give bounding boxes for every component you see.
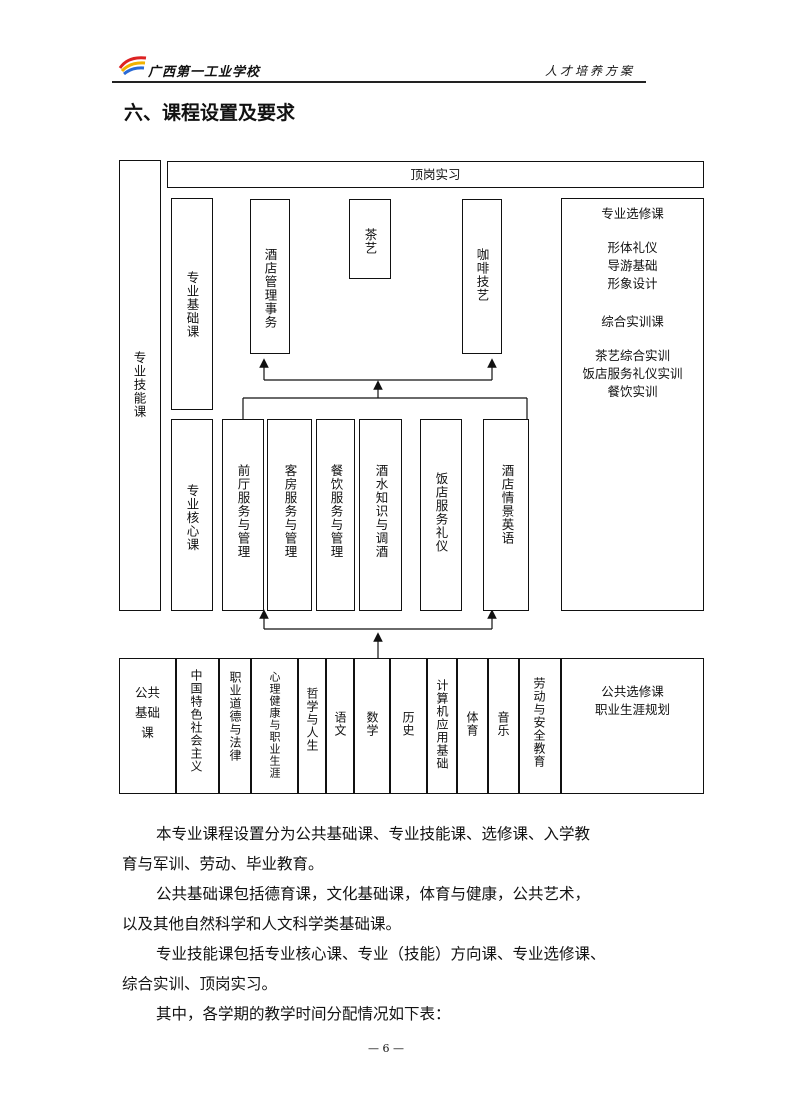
paragraph-line: 以及其他自然科学和人文科学类基础课。 [122, 915, 402, 933]
paragraph-line: 综合实训、顶岗实习。 [122, 975, 278, 993]
public-item-box: 哲学与人生 [298, 658, 326, 794]
public-item-label: 音乐 [496, 711, 510, 737]
public-item-label: 历史 [401, 711, 415, 737]
skill-course-box: 专业技能课 [119, 160, 161, 611]
core-item-box: 酒水知识与调酒 [359, 419, 402, 611]
core-item-box: 餐饮服务与管理 [316, 419, 355, 611]
public-item-label: 计算机应用基础 [435, 679, 449, 770]
core-item-box: 前厅服务与管理 [222, 419, 264, 611]
skill-course-label: 专业技能课 [131, 351, 147, 419]
core-course-label: 专业核心课 [184, 484, 200, 552]
public-item-label: 职业道德与法律 [228, 671, 242, 762]
paragraph-line: 专业技能课包括专业核心课、专业（技能）方向课、专业选修课、 [156, 945, 606, 963]
public-course-label: 公共基础课 [134, 685, 160, 740]
basic-item-box: 酒店管理事务 [250, 199, 290, 354]
public-item-box: 职业道德与法律 [219, 658, 251, 794]
basic-item-box: 咖啡技艺 [462, 199, 502, 354]
public-item-label: 语文 [333, 711, 347, 737]
core-item-box: 饭店服务礼仪 [420, 419, 462, 611]
section-title: 六、课程设置及要求 [124, 102, 296, 124]
basic-item-box: 茶艺 [349, 199, 391, 279]
training-item: 饭店服务礼仪实训 [582, 366, 683, 381]
public-item-label: 体育 [465, 711, 479, 737]
public-item-label: 劳动与安全教育 [532, 677, 546, 768]
training-item: 餐饮实训 [607, 384, 658, 399]
elective-item: 形体礼仪 [607, 240, 658, 255]
core-course-box: 专业核心课 [171, 419, 213, 611]
elective-item: 形象设计 [607, 276, 658, 291]
paragraph-line: 本专业课程设置分为公共基础课、专业技能课、选修课、入学教 [156, 825, 591, 843]
public-item-box: 数学 [354, 658, 390, 794]
public-item-label: 中国特色社会主义 [189, 669, 203, 773]
basic-item-label: 咖啡技艺 [474, 248, 490, 302]
document-type: 人才培养方案 [545, 64, 636, 78]
public-course-box: 公共基础课 [119, 658, 176, 794]
core-item-box: 酒店情景英语 [483, 419, 529, 611]
public-item-box: 体育 [457, 658, 488, 794]
public-item-box: 劳动与安全教育 [519, 658, 561, 794]
training-title: 综合实训课 [601, 314, 664, 329]
page-number: — 6 — [368, 1042, 404, 1055]
core-item-label: 前厅服务与管理 [235, 464, 251, 559]
public-item-label: 哲学与人生 [305, 687, 319, 752]
paragraph-line: 公共基础课包括德育课，文化基础课，体育与健康，公共艺术， [156, 885, 591, 903]
internship-label: 顶岗实习 [410, 167, 461, 182]
public-item-box: 计算机应用基础 [427, 658, 457, 794]
public-elective-title: 公共选修课 [601, 684, 664, 699]
internship-box: 顶岗实习 [167, 161, 704, 188]
public-item-label: 数学 [365, 711, 379, 737]
public-item-label: 心理健康与职业生涯 [268, 671, 281, 779]
elective-item: 导游基础 [607, 258, 658, 273]
public-elective-box: 公共选修课 职业生涯规划 [561, 658, 704, 794]
core-item-box: 客房服务与管理 [267, 419, 312, 611]
header-divider [112, 81, 646, 83]
basic-item-label: 茶艺 [362, 228, 378, 255]
basic-course-box: 专业基础课 [171, 198, 213, 410]
core-item-label: 客房服务与管理 [282, 464, 298, 559]
public-item-box: 历史 [390, 658, 427, 794]
core-item-label: 饭店服务礼仪 [433, 472, 449, 553]
paragraph-line: 其中，各学期的教学时间分配情况如下表： [156, 1005, 451, 1023]
basic-course-label: 专业基础课 [184, 271, 200, 339]
core-item-label: 酒水知识与调酒 [373, 464, 389, 559]
basic-item-label: 酒店管理事务 [262, 248, 278, 329]
training-item: 茶艺综合实训 [594, 348, 670, 363]
paragraph-line: 育与军训、劳动、毕业教育。 [122, 855, 324, 873]
public-item-box: 音乐 [488, 658, 519, 794]
public-elective-item: 职业生涯规划 [594, 702, 670, 717]
public-item-box: 语文 [326, 658, 354, 794]
school-logo-icon [118, 56, 147, 76]
core-item-label: 酒店情景英语 [499, 464, 515, 545]
core-item-label: 餐饮服务与管理 [328, 464, 344, 559]
school-name: 广西第一工业学校 [148, 65, 261, 80]
elective-title: 专业选修课 [601, 206, 664, 221]
public-item-box: 中国特色社会主义 [176, 658, 219, 794]
public-item-box: 心理健康与职业生涯 [251, 658, 298, 794]
diagram-connectors [242, 358, 528, 658]
elective-box: 专业选修课 形体礼仪 导游基础 形象设计 综合实训课 茶艺综合实训 饭店服务礼仪… [561, 198, 704, 611]
